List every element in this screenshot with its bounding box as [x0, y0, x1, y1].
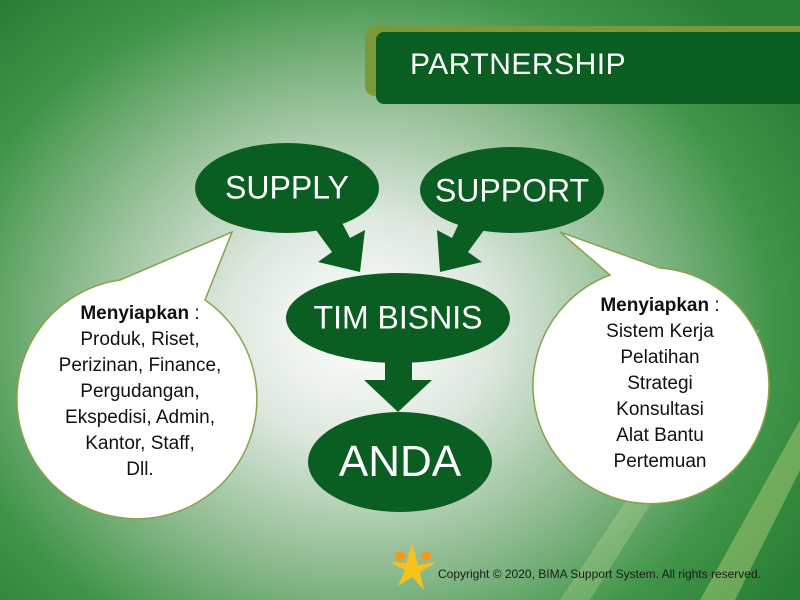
- tim-bisnis-ellipse: [286, 273, 510, 363]
- list-item: Strategi: [627, 373, 693, 394]
- page-title: PARTNERSHIP: [410, 48, 627, 81]
- list-item: Produk, Riset,: [80, 329, 200, 350]
- list-item: Kantor, Staff,: [85, 433, 195, 454]
- anda-label: ANDA: [338, 437, 462, 486]
- list-item: Pelatihan: [620, 347, 700, 368]
- supply-ellipse: [195, 143, 379, 233]
- bima-logo-icon: [390, 543, 437, 590]
- title-bar: [376, 32, 800, 104]
- left-bubble-heading: Menyiapkan: [80, 303, 190, 324]
- arrow-tim-to-anda: [364, 355, 432, 412]
- left-speech-bubble: [16, 230, 258, 520]
- right-bubble-heading: Menyiapkan: [600, 295, 710, 316]
- list-item: Sistem Kerja: [606, 321, 714, 342]
- anda-ellipse: [308, 412, 492, 512]
- list-item: Dll.: [126, 459, 154, 480]
- colon: :: [709, 295, 720, 316]
- list-item: Ekspedisi, Admin,: [65, 407, 215, 428]
- list-item: Konsultasi: [616, 399, 704, 420]
- left-bubble-text: Menyiapkan : Produk, Riset, Perizinan, F…: [59, 301, 222, 483]
- copyright-footer: Copyright © 2020, BIMA Support System. A…: [438, 567, 761, 581]
- list-item: Pertemuan: [613, 451, 707, 472]
- colon: :: [189, 303, 200, 324]
- right-speech-bubble: [532, 231, 770, 505]
- decorative-stripe: [700, 420, 800, 600]
- list-item: Alat Bantu: [616, 425, 704, 446]
- list-item: Pergudangan,: [80, 381, 200, 402]
- list-item: Perizinan, Finance,: [58, 355, 222, 376]
- right-bubble-text: Menyiapkan : Sistem Kerja Pelatihan Stra…: [600, 293, 719, 475]
- tim-bisnis-label: TIM BISNIS: [313, 299, 483, 336]
- supply-label: SUPPLY: [225, 169, 349, 206]
- support-label: SUPPORT: [434, 172, 590, 209]
- support-ellipse: [420, 147, 604, 233]
